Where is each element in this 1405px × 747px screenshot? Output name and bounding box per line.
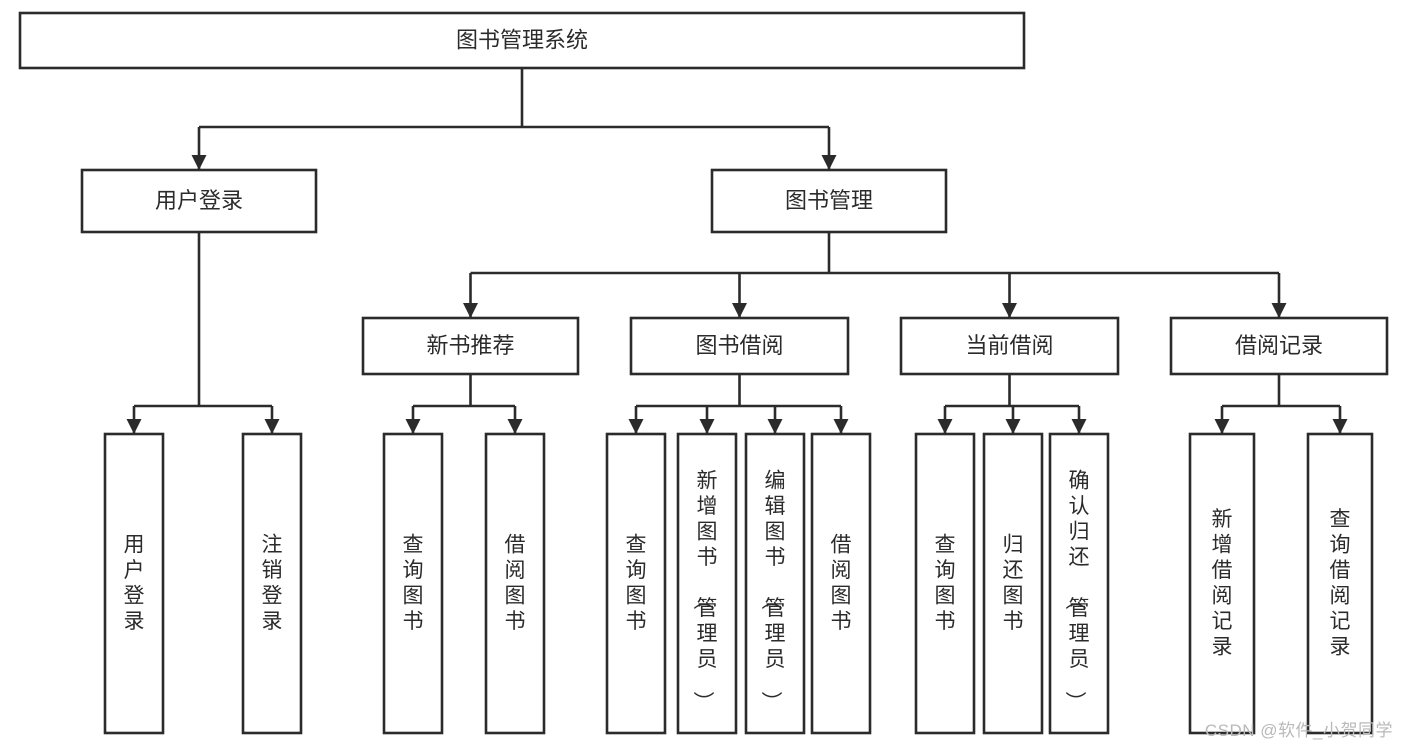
node-box	[676, 432, 738, 735]
node-borrow-record[interactable]: 借阅记录	[1169, 316, 1389, 376]
node-root[interactable]: 图书管理系统	[18, 11, 1026, 70]
node-leaf-query-book-1[interactable]: 查询图书	[382, 432, 444, 735]
node-box	[744, 432, 806, 735]
node-label: 图书管理系统	[456, 27, 588, 52]
node-label: 注销登录	[262, 533, 283, 633]
node-box	[914, 432, 976, 735]
arrow-head-icon	[767, 419, 783, 434]
node-leaf-edit-book[interactable]: 编辑图书（管理员）	[744, 432, 806, 735]
node-box	[899, 316, 1120, 376]
node-leaf-borrow-book-2[interactable]: 借阅图书	[810, 432, 872, 735]
node-leaf-query-record[interactable]: 查询借阅记录	[1306, 432, 1374, 735]
node-layer: 图书管理系统用户登录图书管理新书推荐图书借阅当前借阅借阅记录用户登录注销登录查询…	[18, 11, 1389, 735]
node-box	[1169, 316, 1389, 376]
node-box	[382, 432, 444, 735]
node-box	[629, 316, 850, 376]
arrow-head-icon	[463, 303, 478, 318]
node-label: 查询图书	[403, 533, 424, 633]
node-box	[361, 316, 580, 376]
arrow-head-icon	[191, 155, 207, 170]
node-box	[241, 432, 303, 735]
node-box	[484, 432, 546, 735]
node-new-book-recommend[interactable]: 新书推荐	[361, 316, 580, 376]
node-label: 编辑图书（管理员）	[760, 469, 786, 712]
node-book-manage[interactable]: 图书管理	[710, 168, 948, 234]
node-label: 查询图书	[935, 533, 956, 633]
node-label: 借阅图书	[831, 533, 852, 633]
node-leaf-confirm-return[interactable]: 确认归还（管理员）	[1048, 432, 1110, 735]
node-label: 借阅图书	[505, 533, 526, 633]
node-box	[1188, 432, 1256, 735]
arrow-head-icon	[1271, 303, 1287, 318]
node-label: 确认归还（管理员）	[1064, 469, 1090, 712]
arrow-head-icon	[405, 419, 421, 434]
arrow-head-icon	[833, 419, 849, 434]
arrow-head-icon	[507, 419, 523, 434]
node-label: 图书借阅	[695, 333, 783, 358]
node-label: 用户登录	[124, 533, 145, 633]
node-leaf-add-book[interactable]: 新增图书（管理员）	[676, 432, 738, 735]
node-box	[1048, 432, 1110, 735]
node-leaf-user-logout[interactable]: 注销登录	[241, 432, 303, 735]
node-user-login[interactable]: 用户登录	[80, 168, 318, 234]
watermark-label: CSDN @软件_小贺同学	[1204, 721, 1393, 740]
node-leaf-add-record[interactable]: 新增借阅记录	[1188, 432, 1256, 735]
node-label: 借阅记录	[1235, 333, 1323, 358]
node-label: 查询借阅记录	[1330, 507, 1351, 658]
node-box	[1306, 432, 1374, 735]
node-box	[80, 168, 318, 234]
arrow-head-icon	[1002, 303, 1017, 318]
node-box	[710, 168, 948, 234]
arrow-head-icon	[732, 303, 747, 318]
arrow-head-icon	[821, 155, 837, 170]
arrow-head-icon	[628, 419, 644, 434]
node-label: 新增借阅记录	[1212, 507, 1233, 658]
node-label: 归还图书	[1003, 533, 1024, 633]
node-label: 用户登录	[155, 188, 243, 213]
arrow-head-icon	[264, 419, 280, 434]
node-box	[103, 432, 165, 735]
node-leaf-query-book-3[interactable]: 查询图书	[914, 432, 976, 735]
node-label: 查询图书	[626, 533, 647, 633]
node-leaf-return-book[interactable]: 归还图书	[982, 432, 1044, 735]
node-label: 图书管理	[785, 188, 873, 213]
node-label: 当前借阅	[965, 333, 1053, 358]
node-book-borrow[interactable]: 图书借阅	[629, 316, 850, 376]
node-label: 新书推荐	[426, 333, 514, 358]
node-leaf-borrow-book-1[interactable]: 借阅图书	[484, 432, 546, 735]
arrow-head-icon	[937, 419, 953, 434]
node-leaf-query-book-2[interactable]: 查询图书	[605, 432, 667, 735]
node-leaf-user-login[interactable]: 用户登录	[103, 432, 165, 735]
arrow-head-icon	[699, 419, 715, 434]
arrow-head-icon	[1005, 419, 1021, 434]
connector-layer	[126, 68, 1348, 434]
node-box	[605, 432, 667, 735]
node-box	[982, 432, 1044, 735]
arrow-head-icon	[1214, 419, 1230, 434]
node-box	[18, 11, 1026, 70]
arrow-head-icon	[1332, 419, 1348, 434]
node-label: 新增图书（管理员）	[692, 469, 718, 712]
arrow-head-icon	[1071, 419, 1087, 434]
node-current-borrow[interactable]: 当前借阅	[899, 316, 1120, 376]
node-box	[810, 432, 872, 735]
arrow-head-icon	[126, 419, 142, 434]
